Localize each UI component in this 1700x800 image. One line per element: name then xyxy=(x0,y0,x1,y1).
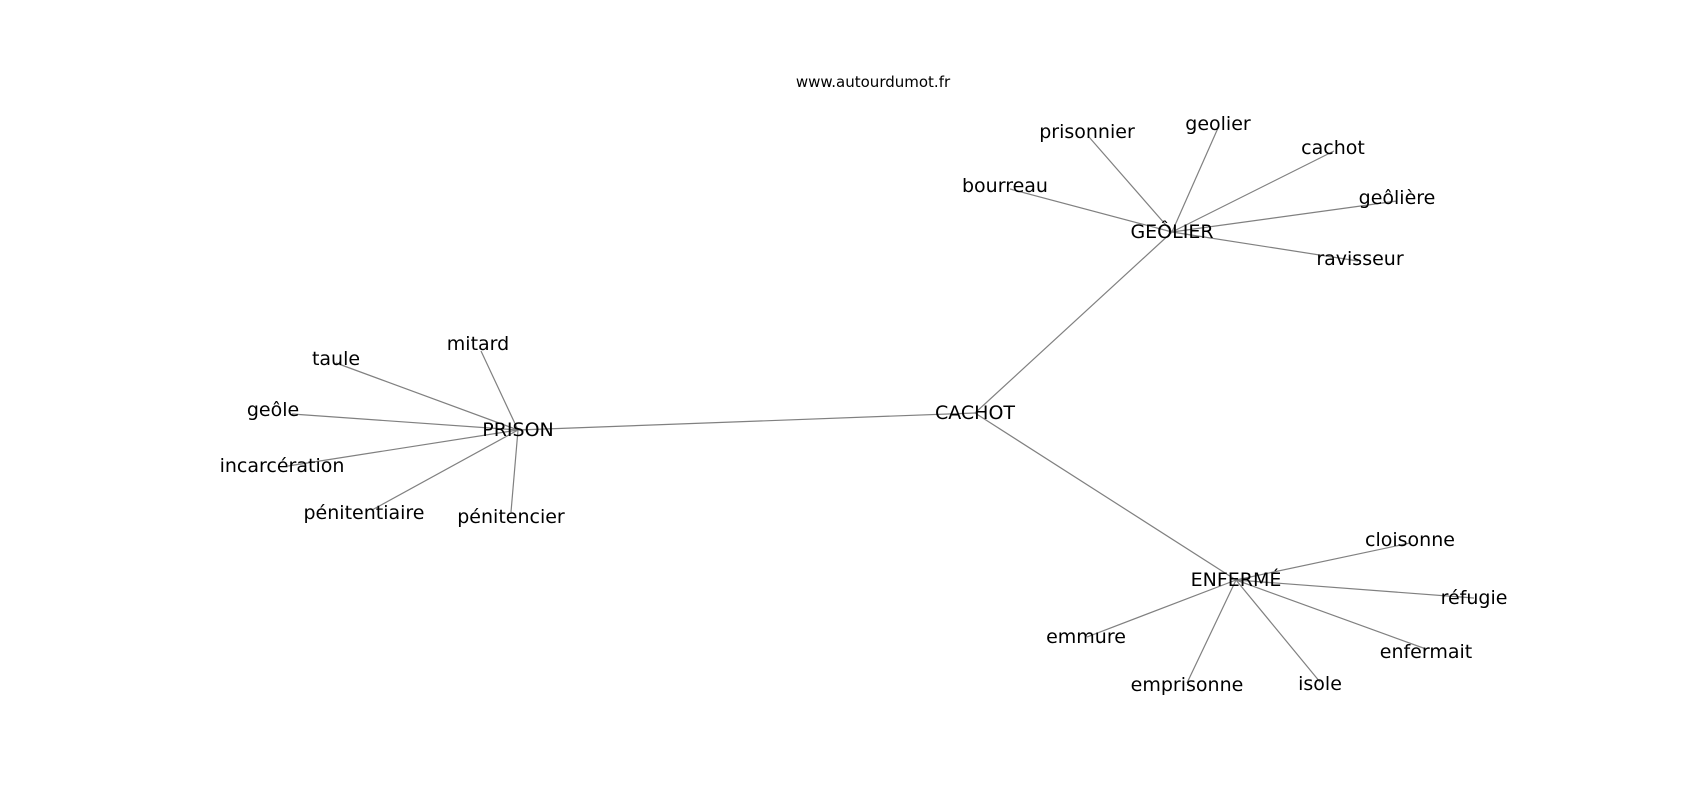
edge-hub-leaf xyxy=(1171,200,1398,233)
edge-hub-leaf xyxy=(291,413,519,431)
edge-hub-leaf xyxy=(371,429,519,511)
leaf-node[interactable]: prisonnier xyxy=(1039,121,1135,143)
graph-labels: www.autourdumot.fr CACHOT PRISON mitard tau… xyxy=(220,73,1508,696)
leaf-node[interactable]: taule xyxy=(312,348,360,370)
root-node[interactable]: CACHOT xyxy=(935,402,1015,424)
leaf-node[interactable]: geolier xyxy=(1185,113,1251,135)
edge-hub-leaf xyxy=(1088,136,1173,233)
edge-hub-leaf xyxy=(1009,188,1173,233)
edge-root-hub xyxy=(517,412,976,431)
edge-hub-leaf xyxy=(1086,579,1237,638)
edge-hub-leaf xyxy=(480,350,519,431)
hub-node[interactable]: ENFERMÉ xyxy=(1191,568,1282,591)
hub-node[interactable]: GEÔLIER xyxy=(1130,219,1213,243)
leaf-node[interactable]: pénitentiaire xyxy=(304,502,425,524)
leaf-node[interactable]: geôlière xyxy=(1359,187,1436,209)
leaf-node[interactable]: réfugie xyxy=(1441,587,1508,609)
leaf-node[interactable]: cloisonne xyxy=(1365,529,1455,551)
edge-hub-leaf xyxy=(510,429,519,513)
edge-hub-leaf xyxy=(1171,150,1335,233)
edge-hub-leaf xyxy=(1171,127,1219,233)
leaf-node[interactable]: incarcération xyxy=(220,455,345,477)
graph-edges xyxy=(287,127,1475,684)
edge-hub-leaf xyxy=(1235,579,1475,599)
leaf-node[interactable]: ravisseur xyxy=(1316,248,1404,270)
leaf-node[interactable]: cachot xyxy=(1301,137,1365,159)
leaf-node[interactable]: isole xyxy=(1298,673,1342,695)
source-watermark: www.autourdumot.fr xyxy=(796,73,951,91)
edge-root-hub xyxy=(974,412,1237,581)
edge-hub-leaf xyxy=(1235,542,1411,581)
leaf-node[interactable]: geôle xyxy=(247,399,299,421)
edge-hub-leaf xyxy=(1235,579,1321,683)
leaf-node[interactable]: emprisonne xyxy=(1131,674,1244,696)
leaf-node[interactable]: pénitencier xyxy=(457,506,565,528)
edge-hub-leaf xyxy=(335,362,519,431)
hub-node[interactable]: PRISON xyxy=(482,419,554,441)
edge-root-hub xyxy=(974,231,1173,414)
edge-hub-leaf xyxy=(1235,579,1427,650)
leaf-node[interactable]: enfermait xyxy=(1380,641,1472,663)
edge-hub-leaf xyxy=(1171,231,1359,262)
edge-hub-leaf xyxy=(287,429,519,467)
edge-hub-leaf xyxy=(1186,579,1237,684)
leaf-node[interactable]: emmure xyxy=(1046,626,1126,648)
leaf-node[interactable]: bourreau xyxy=(962,175,1048,197)
leaf-node[interactable]: mitard xyxy=(447,333,509,355)
